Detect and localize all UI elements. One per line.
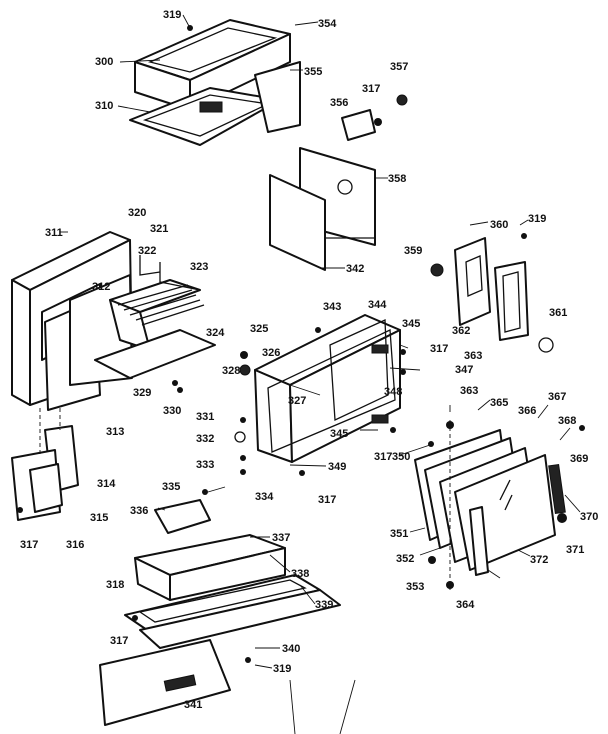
callout-311: 311 [45,227,63,239]
oven-cavity-311 [11,231,133,411]
bracket-355 [341,94,408,141]
callout-317-d: 317 [318,494,336,506]
leader-lines [60,14,581,704]
callout-343: 343 [323,301,341,313]
callout-357: 358 [388,173,406,185]
callout-323: 323 [190,261,208,273]
callout-313: 313 [106,426,124,438]
callout-339: 339 [315,599,333,611]
callout-322: 322 [138,245,156,257]
callout-369: 370 [580,511,598,523]
callout-321: 321 [150,223,168,235]
callout-319-c: 319 [273,663,291,675]
callout-341: 341 [184,699,202,711]
callout-labels: 319 354 300 355 310 357 317 356 358 342 … [20,9,598,711]
callout-319-b: 319 [528,213,546,225]
callout-342: 342 [346,263,364,275]
callout-317-f: 317 [110,635,128,647]
callout-320: 320 [128,207,146,219]
callout-349: 350 [392,451,410,463]
callout-328: 328 [222,365,240,377]
callout-315: 315 [90,512,108,524]
callout-316: 316 [66,539,84,551]
callout-346: 347 [455,364,473,376]
callout-319: 319 [163,9,181,21]
callout-367: 368 [558,415,576,427]
callout-358: 359 [404,245,422,257]
drawer-assembly [99,499,356,734]
callout-312: 312 [92,281,110,293]
fasteners [17,25,585,663]
callout-333: 333 [196,459,214,471]
callout-351: 352 [396,553,414,565]
callout-317-b: 317 [430,343,448,355]
callout-360: 361 [549,307,567,319]
callout-364: 365 [490,397,508,409]
callout-345-a: 345 [402,318,420,330]
callout-335: 335 [162,481,180,493]
callout-330: 330 [163,405,181,417]
callout-350: 351 [390,528,408,540]
callout-366: 367 [548,391,566,403]
callout-361: 362 [452,325,470,337]
callout-314: 314 [97,478,116,490]
callout-345-b: 345 [330,428,348,440]
callout-334: 334 [255,491,274,503]
callout-354: 355 [304,66,322,78]
callout-310: 310 [95,100,113,112]
panels-314-316 [11,408,79,521]
broiler-pan-assembly [129,19,301,146]
callout-371: 372 [530,554,548,566]
back-panel-357 [269,147,376,271]
callout-352: 353 [406,581,424,593]
door-frame-327 [234,314,401,463]
callout-356: 357 [390,61,408,73]
callout-344: 344 [368,299,387,311]
callout-353: 354 [318,18,337,30]
callout-340: 340 [282,643,300,655]
callout-329: 329 [133,387,151,399]
callout-348: 349 [328,461,346,473]
callout-326: 326 [262,347,280,359]
callout-359: 360 [490,219,508,231]
callout-317-a: 317 [362,83,380,95]
oven-door-assembly [414,420,566,590]
bracket-359 [430,237,554,353]
callout-370: 371 [566,544,584,556]
callout-368: 369 [570,453,588,465]
callout-362: 363 [464,350,482,362]
callout-327: 327 [288,395,306,407]
callout-300: 300 [95,56,113,68]
callout-332: 332 [196,433,214,445]
callout-317-c: 317 [374,451,392,463]
callout-347: 348 [384,386,402,398]
callout-317-e: 317 [20,539,38,551]
callout-337: 337 [272,532,290,544]
callout-338: 338 [291,568,309,580]
callout-325: 325 [250,323,268,335]
callout-331: 331 [196,411,214,423]
callout-355: 356 [330,97,348,109]
callout-324: 324 [206,327,225,339]
callout-365: 366 [518,405,536,417]
callout-363-a: 363 [460,385,478,397]
callout-363-b: 364 [456,599,475,611]
callout-318: 318 [106,579,124,591]
callout-336: 336 [130,505,148,517]
oven-rack-323 [94,255,216,379]
